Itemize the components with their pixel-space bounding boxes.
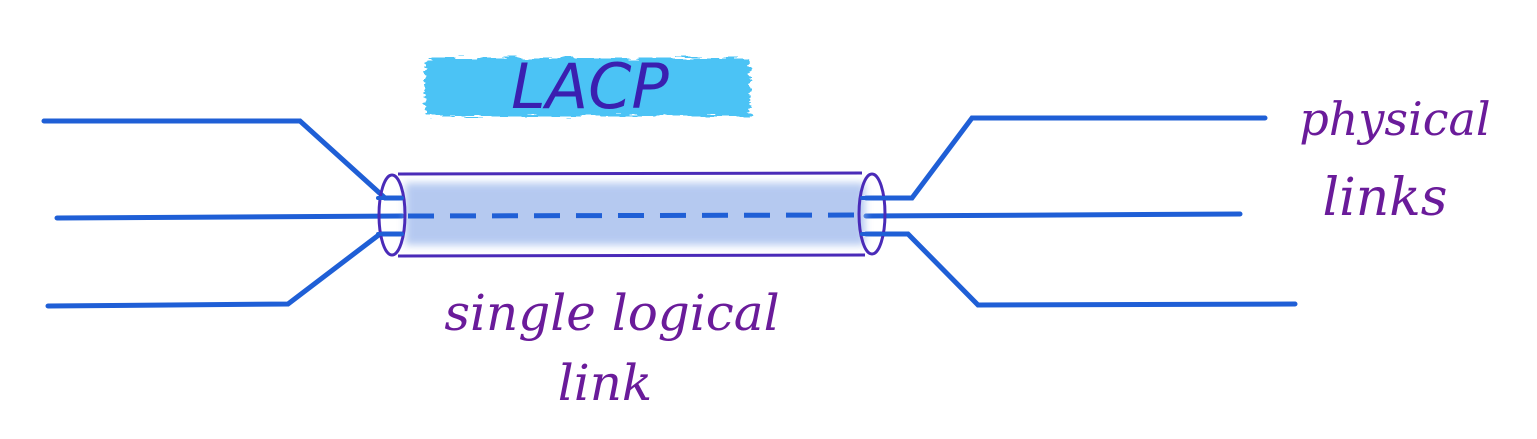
logical-link-bundle — [378, 173, 886, 256]
title-label: LACP — [511, 50, 669, 123]
logical-link-label-line2: link — [558, 354, 652, 412]
left-link-middle — [57, 216, 402, 218]
logical-link-label-line1: single logical — [444, 284, 779, 342]
right-link-middle — [866, 214, 1240, 216]
logical-dashed-line — [408, 215, 860, 216]
right-link-bottom — [866, 234, 1295, 305]
right-physical-links — [866, 118, 1295, 305]
bundle-top-edge — [398, 173, 862, 174]
physical-links-label-line1: physical — [1299, 92, 1490, 146]
physical-links-label-line2: links — [1323, 168, 1448, 228]
left-link-top — [44, 121, 402, 198]
left-link-bottom — [48, 234, 402, 306]
left-physical-links — [44, 121, 402, 306]
bundle-bottom-edge — [398, 255, 865, 256]
right-link-top — [866, 118, 1265, 198]
